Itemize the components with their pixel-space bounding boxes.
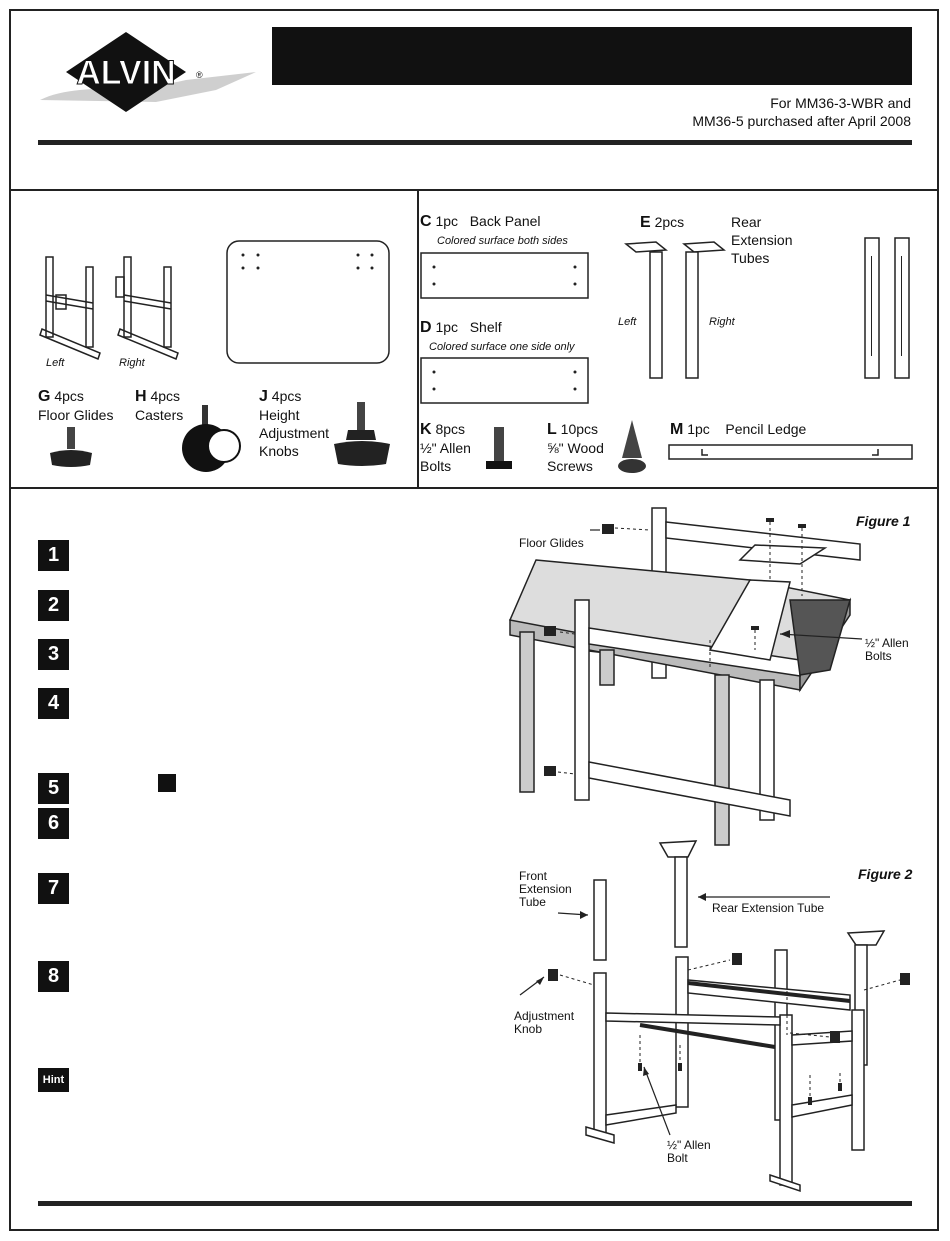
part-c-note: Colored surface both sides	[437, 235, 568, 247]
step-4-badge: 4	[38, 688, 69, 719]
parts-vertical-divider	[417, 191, 419, 487]
figure-2-drawing	[519, 840, 910, 1193]
step-5-badge: 5	[38, 773, 69, 804]
rear-tubes-drawing	[624, 241, 726, 379]
part-h-heading: H 4pcs Casters	[135, 388, 184, 423]
shelf-drawing	[420, 357, 589, 404]
step-1-badge: 1	[38, 540, 69, 571]
wood-screw-icon	[618, 420, 646, 473]
frame-right-label: Right	[119, 357, 145, 369]
model-note: For MM36-3-WBR and MM36-5 purchased afte…	[692, 95, 911, 129]
step-6-badge: 6	[38, 808, 69, 839]
frame-right-drawing	[115, 256, 179, 361]
floor-glides-callout: Floor Glides	[519, 536, 584, 550]
step-2-badge: 2	[38, 590, 69, 621]
logo-registered-mark: ®	[196, 70, 203, 80]
part-d-note: Colored surface one side only	[429, 341, 575, 353]
desktop-panel-drawing	[226, 240, 390, 364]
part-e-heading: E 2pcs	[640, 214, 685, 231]
figure-1-drawing	[509, 507, 863, 846]
floor-glide-icon	[50, 427, 92, 467]
allen-bolt-icon	[486, 427, 512, 469]
figure-2-title: Figure 2	[858, 866, 913, 882]
part-c-heading: C 1pc Back Panel	[420, 213, 541, 230]
parts-divider-top	[9, 189, 939, 191]
header-rule	[38, 140, 912, 145]
part-d-heading: D 1pc Shelf	[420, 319, 502, 336]
height-knob-icon	[334, 402, 390, 466]
part-m-heading: M 1pc Pencil Ledge	[670, 421, 807, 438]
page-frame	[9, 9, 939, 1231]
step-3-badge: 3	[38, 639, 69, 670]
figure-1-title: Figure 1	[856, 513, 911, 529]
pencil-ledge-drawing	[668, 444, 913, 460]
frame-left-label: Left	[46, 357, 65, 369]
step-7-badge: 7	[38, 873, 69, 904]
alvin-logo: ALVIN	[40, 32, 256, 112]
frame-left-drawing	[39, 256, 101, 361]
part-e-left-label: Left	[618, 316, 637, 328]
step-8-badge: 8	[38, 961, 69, 992]
rear-extension-callout: Rear Extension Tube	[712, 901, 825, 915]
svg-text:ALVIN: ALVIN	[76, 54, 175, 92]
part-g-heading: G 4pcs Floor Glides	[38, 388, 114, 423]
title-bar	[272, 27, 912, 85]
footer-rule	[38, 1201, 912, 1206]
back-panel-drawing	[420, 252, 589, 299]
inline-square-marker	[158, 774, 176, 792]
hint-badge: Hint	[38, 1068, 69, 1092]
caster-icon	[182, 405, 241, 472]
parts-divider-bottom	[9, 487, 939, 489]
part-e-right-label: Right	[709, 316, 735, 328]
front-tubes-drawing	[864, 237, 910, 379]
